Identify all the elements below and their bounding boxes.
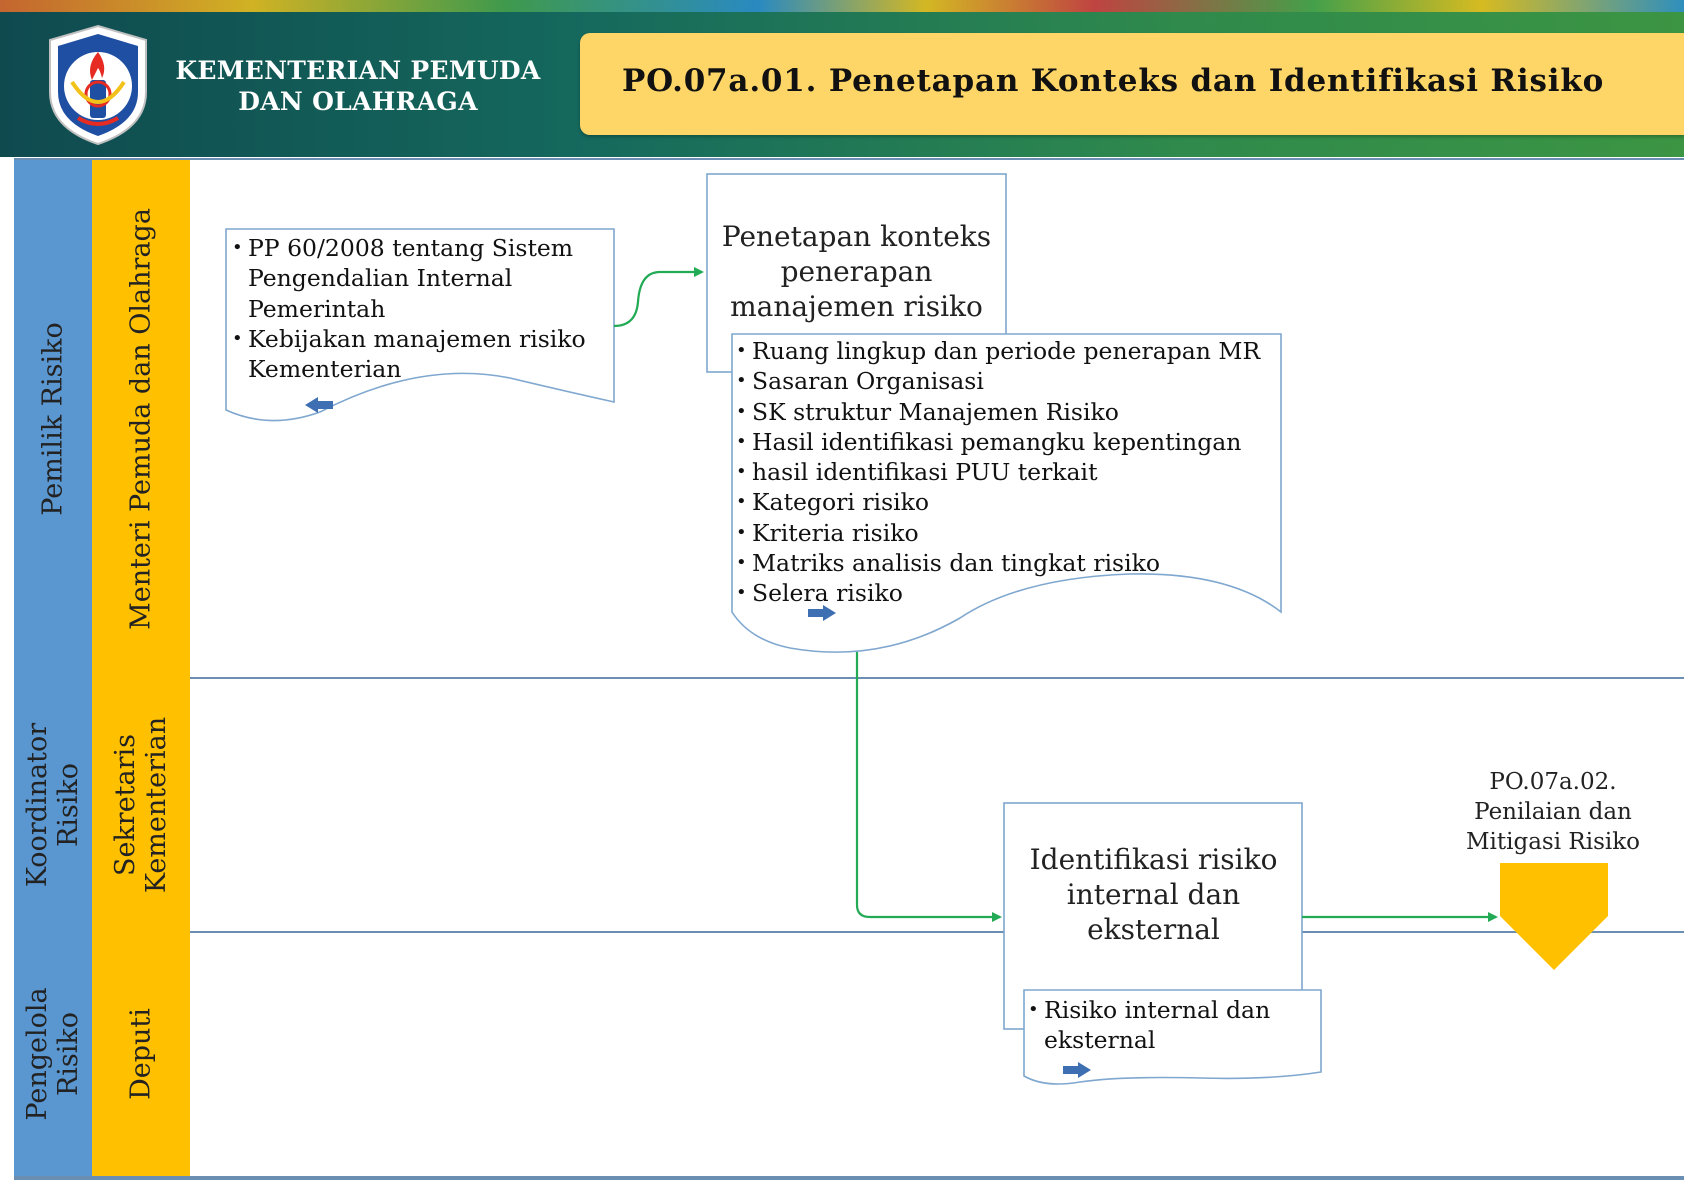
decorative-color-strip [0,0,1684,12]
list-item: hasil identifikasi PUU terkait [734,457,1282,488]
list-item: Sasaran Organisasi [734,366,1282,397]
left-arrow-icon [305,397,333,413]
list-item: Kategori risiko [734,487,1282,518]
lane-role-pemilik-risiko: Pemilik Risiko [14,160,92,678]
process-context-label: Penetapan konteks penerapan manajemen ri… [721,220,992,323]
lane-holder-deputi: Deputi [92,932,190,1176]
list-item: Risiko internal dan eksternal [1026,995,1318,1056]
ministry-name-line2: DAN OLAHRAGA [238,87,478,116]
context-output-list: Ruang lingkup dan periode penerapan MR S… [734,336,1282,609]
lane-divider [14,1176,1684,1180]
title-box [580,33,1684,135]
off-page-connector [1500,863,1608,970]
ministry-logo [42,22,154,148]
ministry-name: KEMENTERIAN PEMUDA DAN OLAHRAGA [168,55,548,117]
lane-role-koordinator-risiko: Koordinator Risiko [14,678,92,932]
list-item: Matriks analisis dan tingkat risiko [734,548,1282,579]
list-item: Ruang lingkup dan periode penerapan MR [734,336,1282,367]
list-item: Hasil identifikasi pemangku kepentingan [734,427,1282,458]
input-document-list: PP 60/2008 tentang Sistem Pengendalian I… [230,233,612,384]
lane-divider [190,677,1684,679]
process-identification-label: Identifikasi risiko internal dan ekstern… [1029,843,1278,946]
lane-holder-menteri: Menteri Pemuda dan Olahraga [92,160,190,678]
page-title: PO.07a.01. Penetapan Konteks dan Identif… [622,63,1605,99]
list-item: Selera risiko [734,578,1282,609]
lane-divider [14,158,1684,160]
ministry-name-line1: KEMENTERIAN PEMUDA [175,56,541,85]
risk-output-list: Risiko internal dan eksternal [1026,995,1318,1056]
lane-holder-sekretaris: Sekretaris Kementerian [92,678,190,932]
flow-arrow-context-to-identification [855,652,1002,922]
list-item: SK struktur Manajemen Risiko [734,397,1282,428]
flow-arrow-input-to-context [613,267,704,328]
right-arrow-icon [808,605,836,621]
list-item: Kriteria risiko [734,518,1282,549]
lane-role-pengelola-risiko: Pengelola Risiko [14,932,92,1176]
list-item: Kebijakan manajemen risiko Kementerian [230,324,612,385]
connector-label: PO.07a.02. Penilaian dan Mitigasi Risiko [1465,769,1641,855]
list-item: PP 60/2008 tentang Sistem Pengendalian I… [230,233,612,324]
lane-divider [190,931,1684,933]
right-arrow-icon [1063,1062,1091,1078]
